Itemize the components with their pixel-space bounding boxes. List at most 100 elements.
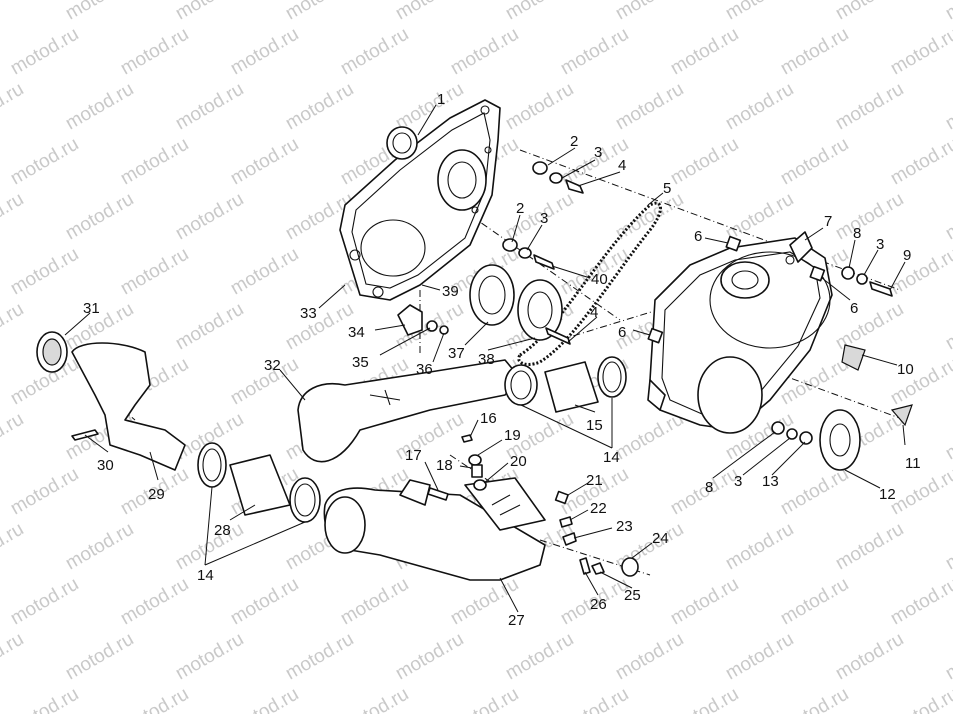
watermark-text: motod.ru: [832, 0, 907, 24]
callout-10: 10: [897, 361, 914, 378]
watermark-text: motod.ru: [887, 464, 953, 520]
watermark-text: motod.ru: [62, 0, 137, 24]
watermark-text: motod.ru: [612, 0, 687, 24]
lower-boot-and-clamps: [197, 442, 321, 523]
right-fasteners: [647, 235, 893, 344]
callout-5: 5: [663, 180, 671, 197]
callout-30: 30: [97, 457, 114, 474]
callout-2: 2: [570, 133, 578, 150]
watermark-text: motod.ru: [0, 409, 27, 465]
callout-17: 17: [405, 447, 422, 464]
drive-chain: [517, 201, 662, 366]
callout-6: 6: [618, 324, 626, 341]
lower-fasteners: [427, 434, 639, 577]
watermark-text: motod.ru: [337, 574, 412, 630]
callout-4: 4: [618, 157, 626, 174]
callout-8: 8: [853, 225, 861, 242]
watermark-text: motod.ru: [667, 684, 742, 714]
watermark-text: motod.ru: [172, 79, 247, 135]
callout-27: 27: [508, 612, 525, 629]
watermark-text: motod.ru: [722, 629, 797, 685]
watermark-text: motod.ru: [887, 244, 953, 300]
watermark-text: motod.ru: [942, 299, 953, 355]
watermark-text: motod.ru: [557, 24, 632, 80]
callout-1: 1: [437, 91, 445, 108]
watermark-text: motod.ru: [612, 79, 687, 135]
callout-19: 19: [504, 427, 521, 444]
callout-7: 7: [824, 213, 832, 230]
watermark-text: motod.ru: [777, 134, 852, 190]
watermark-text: motod.ru: [832, 189, 907, 245]
watermark-text: motod.ru: [667, 134, 742, 190]
callout-3: 3: [876, 236, 884, 253]
callout-9: 9: [903, 247, 911, 264]
watermark-text: motod.ru: [502, 0, 577, 24]
callout-32: 32: [264, 357, 281, 374]
watermark-text: motod.ru: [887, 24, 953, 80]
leader-lines: [64, 104, 906, 613]
watermark-text: motod.ru: [777, 574, 852, 630]
callout-3: 3: [594, 144, 602, 161]
callout-14: 14: [603, 449, 620, 466]
callout-21: 21: [586, 472, 603, 489]
watermark-text: motod.ru: [227, 684, 302, 714]
watermark-text: motod.ru: [282, 0, 357, 24]
callout-29: 29: [148, 486, 165, 503]
watermark-text: motod.ru: [227, 574, 302, 630]
watermark-text: motod.ru: [7, 24, 82, 80]
watermark-text: motod.ru: [0, 519, 27, 575]
lower-duct: [323, 477, 546, 581]
callout-labels: 1 2 3 4 5 2 3 40 6 7 8 3 9 6 39 33 34 35…: [83, 91, 921, 629]
watermark-text: motod.ru: [172, 189, 247, 245]
watermark-text: motod.ru: [612, 629, 687, 685]
watermark-text: motod.ru: [117, 244, 192, 300]
callout-20: 20: [510, 453, 527, 470]
watermark-text: motod.ru: [7, 134, 82, 190]
watermark-text: motod.ru: [7, 574, 82, 630]
chaincase-inner-cover: [339, 99, 501, 301]
watermark-text: motod.ru: [777, 684, 852, 714]
callout-40: 40: [591, 271, 608, 288]
upper-fasteners: [502, 161, 584, 270]
watermark-text: motod.ru: [612, 409, 687, 465]
watermark-text: motod.ru: [282, 629, 357, 685]
watermark-text: motod.ru: [62, 79, 137, 135]
watermark-text: motod.ru: [227, 244, 302, 300]
callout-12: 12: [879, 486, 896, 503]
callout-13: 13: [762, 473, 779, 490]
watermark-text: motod.ru: [667, 574, 742, 630]
watermark-text: motod.ru: [62, 629, 137, 685]
watermark-text: motod.ru: [667, 24, 742, 80]
watermark-text: motod.ru: [942, 409, 953, 465]
watermark-text: motod.ru: [887, 684, 953, 714]
callout-22: 22: [590, 500, 607, 517]
watermark-text: motod.ru: [172, 629, 247, 685]
watermark-text: motod.ru: [447, 24, 522, 80]
watermark-text: motod.ru: [502, 629, 577, 685]
callout-26: 26: [590, 596, 607, 613]
watermark-text: motod.ru: [722, 79, 797, 135]
watermark-text: motod.ru: [392, 629, 467, 685]
decals: [841, 344, 913, 427]
watermark-text: motod.ru: [337, 24, 412, 80]
callout-11: 11: [905, 455, 921, 472]
watermark-text: motod.ru: [172, 0, 247, 24]
callout-31: 31: [83, 300, 100, 317]
callout-37: 37: [448, 345, 465, 362]
watermark-text: motod.ru: [117, 684, 192, 714]
watermark-text: motod.ru: [117, 134, 192, 190]
watermark-text: motod.ru: [282, 79, 357, 135]
bearing-seals: [469, 264, 571, 345]
watermark-text: motod.ru: [612, 189, 687, 245]
watermark-text: motod.ru: [0, 79, 27, 135]
watermark-text: motod.ru: [502, 79, 577, 135]
callout-4: 4: [590, 304, 598, 321]
watermark-text: motod.ru: [942, 519, 953, 575]
callout-2: 2: [516, 200, 524, 217]
callout-38: 38: [478, 351, 495, 368]
watermark-text: motod.ru: [832, 629, 907, 685]
watermark-text: motod.ru: [942, 189, 953, 245]
watermark-text: motod.ru: [832, 519, 907, 575]
watermark-text: motod.ru: [392, 0, 467, 24]
